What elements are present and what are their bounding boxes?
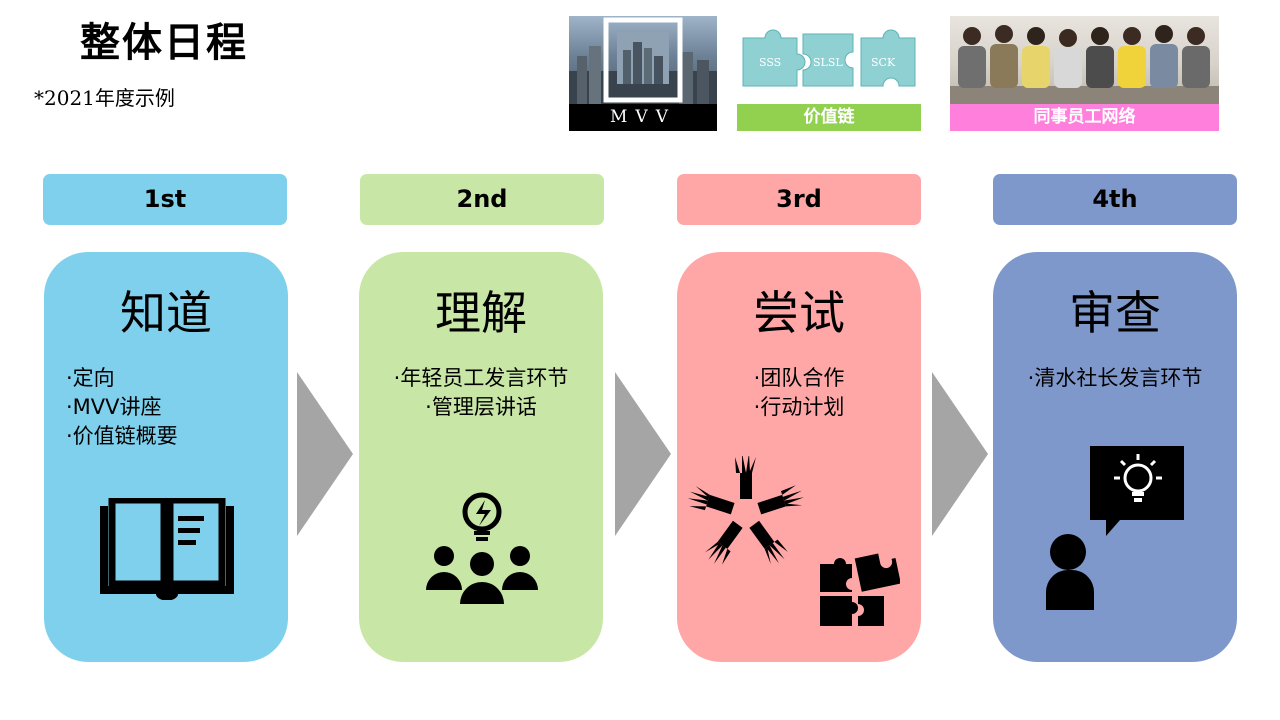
step-1-card: 知道 ·定向 ·MVV讲座 ·价值链概要 (44, 252, 288, 662)
step-2-card: 理解 ·年轻员工发言环节 ·管理层讲话 (359, 252, 603, 662)
step-4-header: 4th (993, 174, 1237, 225)
step-arrow-1 (297, 372, 353, 536)
hands-together-icon (687, 456, 804, 565)
colleague-network-caption: 同事员工网络 (950, 104, 1219, 131)
step-1-title: 知道 (120, 286, 212, 340)
page-subtitle: *2021年度示例 (34, 86, 175, 110)
team-idea-icon (426, 492, 538, 604)
city-skyline-image (569, 16, 717, 104)
group-of-people-image (950, 16, 1219, 104)
step-1-item-3: ·价值链概要 (66, 424, 178, 448)
step-2-title: 理解 (435, 286, 527, 340)
step-3-item-2: ·行动计划 (753, 395, 845, 419)
colleague-network-thumbnail: 同事员工网络 (950, 16, 1219, 131)
value-chain-thumbnail: SSS SLSL SCK 价值链 (737, 16, 921, 131)
step-1-header: 1st (43, 174, 287, 225)
step-2-item-1: ·年轻员工发言环节 (393, 366, 569, 390)
step-3-title: 尝试 (753, 286, 845, 340)
step-3-card: 尝试 ·团队合作 ·行动计划 (677, 252, 921, 662)
mvv-thumbnail: MVV (569, 16, 717, 131)
step-1-item-1: ·定向 (66, 366, 115, 390)
step-1-item-2: ·MVV讲座 (66, 395, 162, 419)
step-2-header: 2nd (360, 174, 604, 225)
puzzle-pieces-image: SSS SLSL SCK (737, 16, 921, 104)
puzzle-label-3: SCK (871, 56, 896, 69)
speaker-idea-icon (1046, 446, 1184, 610)
step-3-item-1: ·团队合作 (753, 366, 845, 390)
puzzle-label-1: SSS (759, 56, 781, 69)
mvv-caption: MVV (569, 104, 717, 131)
page-title: 整体日程 (80, 20, 248, 66)
step-arrow-2 (615, 372, 671, 536)
step-2-item-2: ·管理层讲话 (425, 395, 537, 419)
open-book-icon (100, 498, 234, 600)
step-3-header: 3rd (677, 174, 921, 225)
puzzle-icon (820, 553, 900, 626)
value-chain-caption: 价值链 (737, 104, 921, 131)
step-4-title: 审查 (1069, 286, 1161, 340)
puzzle-label-2: SLSL (813, 56, 843, 69)
step-arrow-3 (932, 372, 988, 536)
step-4-item-1: ·清水社长发言环节 (1027, 366, 1203, 390)
